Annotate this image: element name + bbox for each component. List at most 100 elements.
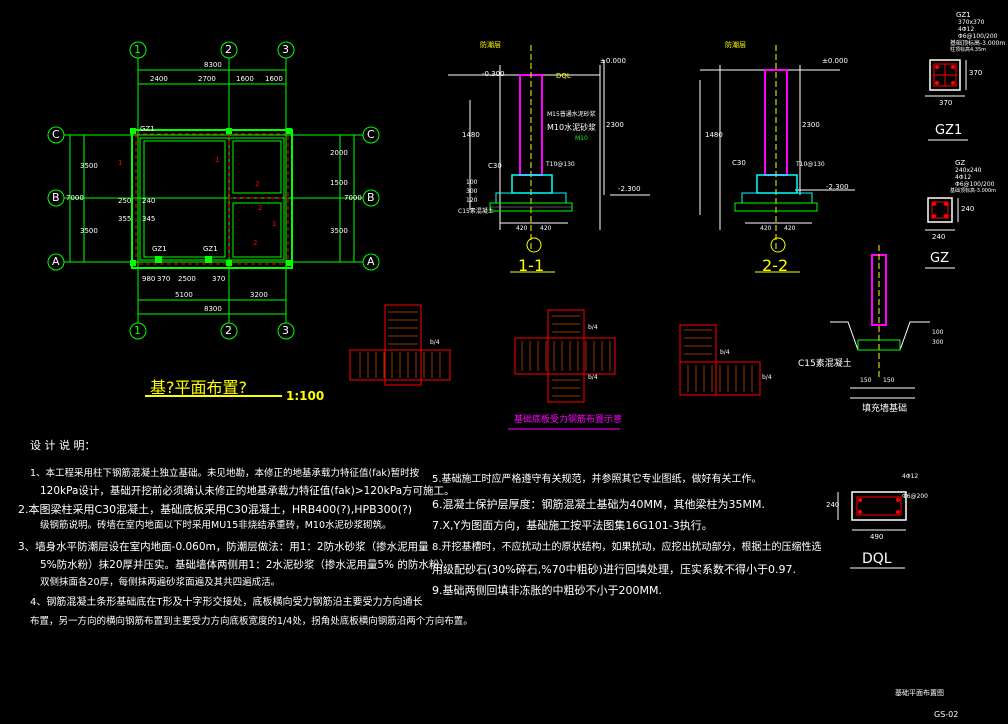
gz-dim-h: 240 [961,205,975,213]
gz-dim-w: 240 [932,233,946,241]
axis-2-top: 2 [225,43,232,56]
dql-width: 490 [870,533,884,541]
gz1-title: GZ1 [935,123,963,138]
s1-c15: C15素混凝土 [458,208,494,215]
gz-spec-1: 240x240 [955,167,982,174]
axis-a-right: A [367,255,375,268]
axis-1-top: 1 [134,43,141,56]
rebar-details [349,304,761,430]
label-gz1-bottom-1: GZ1 [152,245,167,253]
dim-355: 355 [118,215,132,223]
gz1-dim-h: 370 [969,69,983,77]
s2-bdim-1: 420 [760,225,772,232]
axis-1-bottom: 1 [134,324,141,337]
s1-dql: DQL [556,72,571,80]
gz1-spec-4: 基础顶标高-3.000m [950,40,1006,47]
note-line-1: 1、本工程采用柱下钢筋混凝土独立基础。未见地勘，本修正的地基承载力特征值(fak… [30,468,420,479]
dim-right-total: 7000 [344,194,362,202]
s2-elev-top: ±0.000 [822,57,848,65]
s1-elev-low: -0.300 [482,70,505,78]
gz-detail [925,197,959,269]
dql-detail [837,491,907,569]
note-line-6: 5%防水粉）抹20厚并压实。基础墙体两侧用1：2水泥砂浆（掺水泥用量5% 的防水… [40,559,450,571]
dim-total-bottom: 8300 [204,305,222,313]
s2-elev-bottom: -2.300 [826,183,849,191]
fw-dim-4: 300 [932,339,944,346]
svg-text:2: 2 [253,239,257,247]
axis-2-bottom: 2 [225,324,232,337]
svg-text:1: 1 [272,220,276,228]
note-line-7: 双侧抹面各20厚，每侧抹两遍砂浆面遍及其共四遍成活。 [40,577,281,588]
axis-c-left: C [52,128,60,141]
s2-c30: C30 [732,159,746,167]
label-gz1-bottom-2: GZ1 [203,245,218,253]
dim-top-4: 1600 [265,75,283,83]
s1-bdim-1: 420 [516,225,528,232]
gz-title: GZ [930,251,949,266]
dql-title: DQL [862,551,892,567]
gz1-spec-1: 370x370 [958,19,985,26]
dim-left-2: 3500 [80,227,98,235]
dim-bottom-inner-3: 2500 [178,275,196,283]
note-line-3: 2.本图梁柱采用C30混凝土，基础底板采用C30混凝土，HRB400(?),HP… [18,503,413,516]
gz1-dim-w: 370 [939,99,953,107]
gz-spec-4: 基础顶标高-3.000m [950,188,996,194]
s1-rebar: T10@130 [546,161,575,168]
axis-b-left: B [52,191,60,204]
dim-left-1: 3500 [80,162,98,170]
gz1-detail [925,59,968,141]
note-line-8: 4、钢筋混凝土条形基础底在T形及十字形交接处，底板横向受力钢筋沿主要受力方向通长 [30,597,423,608]
dim-250: 250 [118,197,132,205]
s1-elev-top: ±0.000 [600,57,626,65]
s1-bdim-2: 420 [540,225,552,232]
fw-dim-3: 100 [932,329,944,336]
axis-b-right: B [367,191,375,204]
note-line-9: 布置，另一方向的横向钢筋布置到主要受力方向底板宽度的1/4处，拐角处底板横向钢筋… [30,616,473,627]
s2-title: 2-2 [762,256,789,275]
s1-note1: M15普通水泥砂浆 [547,111,596,118]
s1-dim-1480: 1480 [462,131,480,139]
gz1-spec-2: 4Φ12 [958,26,975,33]
s1-elev-bottom: -2.300 [618,185,641,193]
dim-right-2: 1500 [330,179,348,187]
s1-dim-120: 120 [466,197,478,204]
foundation-plan: 1 1 2 2 1 2 [47,41,380,340]
dim-top-2: 2700 [198,75,216,83]
fw-c15: C15素混凝土 [798,359,852,369]
dim-bottom-1: 5100 [175,291,193,299]
fill-wall-foundation [830,245,930,399]
note-line-12: 7.X,Y为图面方向，基础施工按平法图集16G101-3执行。 [432,519,713,532]
rebar-b4-3: b/4 [588,374,598,381]
note-line-2: 120kPa设计，基础开挖前必须确认未修正的地基承载力特征值(fak)>120k… [40,485,455,497]
note-line-14: 用级配砂石(30%碎石,%70中粗砂)进行回填处理，压实系数不得小于0.97. [432,563,796,576]
axis-3-bottom: 3 [282,324,289,337]
svg-text:M10: M10 [575,135,588,142]
axis-3-top: 3 [282,43,289,56]
s1-dim-100: 100 [466,179,478,186]
dql-height: 240 [826,501,840,509]
dim-top-3: 1600 [236,75,254,83]
fw-dim-1: 150 [860,377,872,384]
dql-top: 4Φ12 [902,473,919,480]
s1-dim-300: 300 [466,188,478,195]
dim-bottom-inner-1: 980 [142,275,156,283]
s1-dim-2300: 2300 [606,121,624,129]
rebar-b4-5: b/4 [762,374,772,381]
plan-scale: 1:100 [286,389,325,403]
svg-text:1: 1 [118,159,122,167]
s1-c30: C30 [488,162,502,170]
gz1-spec-0: GZ1 [956,11,971,19]
section-2-2 [699,45,855,273]
dim-total-top: 8300 [204,61,222,69]
svg-text:2: 2 [255,180,259,188]
dim-top-1: 2400 [150,75,168,83]
note-line-10: 5.基础施工时应严格遵守有关规范，并参照其它专业图纸，做好有关工作。 [432,474,762,485]
gz-spec-3: Φ6@100/200 [955,181,995,188]
section-1-1: M10 [448,45,650,273]
axis-a-left: A [52,255,60,268]
note-line-13: 8.开挖基槽时，不应扰动土的原状结构，如果扰动，应挖出扰动部分，根据土的压缩性选 [432,542,822,553]
s2-dim-1480: 1480 [705,131,723,139]
fw-title: 填充墙基础 [862,404,908,414]
s2-bdim-2: 420 [784,225,796,232]
